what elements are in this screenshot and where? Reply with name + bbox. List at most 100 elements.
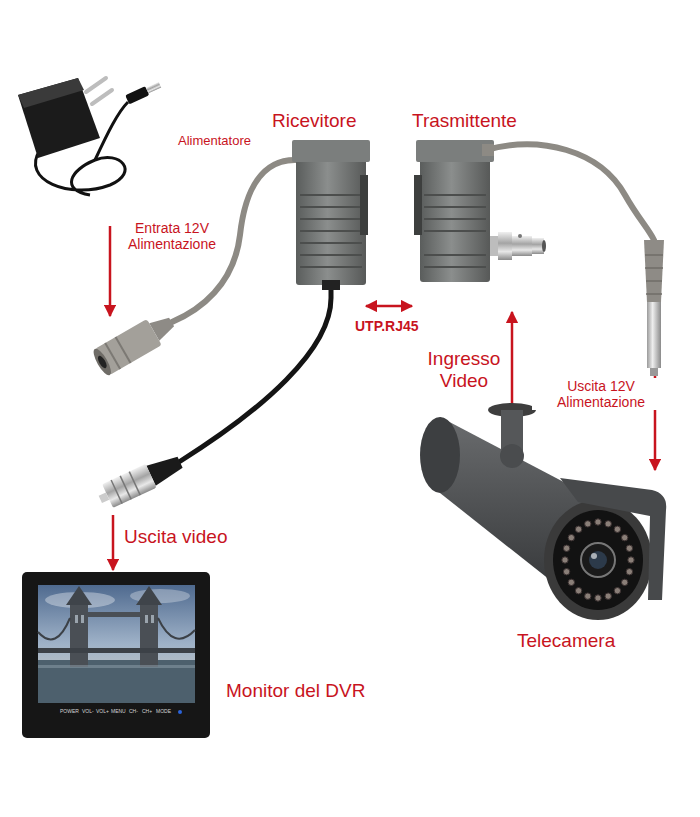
transmitter-balun	[414, 140, 664, 376]
ir-led-ring-part	[614, 588, 620, 594]
receiver-balun-part	[300, 194, 362, 196]
bullet-camera	[420, 403, 666, 620]
ir-led-ring-part	[626, 545, 632, 551]
ir-led-ring-part	[628, 557, 634, 563]
power-adapter-part	[35, 150, 125, 195]
transmitter-balun-part	[424, 266, 486, 268]
ir-led-ring-part	[568, 534, 574, 540]
ir-led-ring-part	[605, 593, 611, 599]
transmitter-balun-part	[424, 218, 486, 220]
transmitter-balun-part	[646, 280, 662, 282]
dvr-monitor-part	[88, 612, 140, 617]
ir-led-ring-part	[568, 579, 574, 585]
receiver-balun-part	[300, 206, 362, 208]
device-label: Trasmittente	[412, 110, 517, 132]
transmitter-balun-part	[542, 240, 546, 252]
dvr-monitor-part	[38, 660, 195, 703]
receiver-balun-part	[360, 175, 368, 235]
ir-led-ring-part	[563, 569, 569, 575]
connector-label: Uscita video	[124, 526, 228, 548]
transmitter-balun-part	[645, 254, 663, 256]
transmitter-balun-part	[424, 206, 486, 208]
part-label: Entrata 12V Alimentazione	[116, 220, 228, 252]
bullet-camera-part	[589, 551, 607, 569]
dvr-monitor-part	[140, 605, 158, 667]
transmitter-balun-part	[647, 302, 661, 368]
device-label: Monitor del DVR	[226, 680, 365, 702]
power-adapter-part-part	[146, 82, 161, 93]
transmitter-balun-part	[424, 254, 486, 256]
receiver-balun-part	[179, 285, 331, 462]
dvr-monitor-part	[70, 605, 88, 667]
receiver-balun-part	[109, 226, 112, 316]
receiver-balun-part-part	[129, 472, 140, 496]
dvr-monitor-part	[145, 615, 148, 623]
receiver-balun-part	[90, 309, 179, 377]
power-adapter-part	[95, 102, 128, 160]
device-node: Trasmittente	[412, 108, 675, 312]
ir-led-ring-part	[585, 593, 591, 599]
ir-led-ring-part	[575, 588, 581, 594]
power-adapter-part	[92, 90, 112, 104]
receiver-balun-part	[300, 218, 362, 220]
ir-led-ring-part	[614, 526, 620, 532]
receiver-balun-part	[300, 242, 362, 244]
device-node: Telecamera	[405, 470, 668, 660]
ir-led-ring	[562, 519, 634, 601]
ir-led-ring-part	[605, 521, 611, 527]
connector-label: Ingresso Video	[418, 348, 510, 392]
transmitter-balun-part	[650, 368, 658, 376]
part-label: Alimentatore	[178, 134, 251, 149]
dvr-monitor-part	[158, 618, 195, 639]
dvr-monitor-part	[136, 586, 162, 605]
dvr-monitor-part	[81, 615, 84, 623]
device-node: Ricevitore	[95, 108, 366, 515]
receiver-balun-part-part	[116, 337, 131, 363]
transmitter-balun-part	[486, 144, 654, 240]
transmitter-balun-part	[512, 236, 532, 256]
bullet-camera-part	[581, 543, 615, 577]
dvr-monitor-part	[151, 615, 154, 623]
ir-led-ring-part	[626, 569, 632, 575]
dvr-monitor-part	[22, 572, 210, 738]
transmitter-balun-part	[498, 232, 512, 260]
receiver-balun-part-part	[102, 464, 156, 508]
button-label: CH+	[142, 709, 152, 715]
button-label: MENU	[111, 709, 126, 715]
connector-label: UTP.RJ45	[355, 318, 419, 334]
button-label: CH-	[129, 709, 138, 715]
ir-led-ring-part	[563, 545, 569, 551]
ir-led-ring-part	[595, 595, 601, 601]
button-label: VOL-	[82, 709, 94, 715]
transmitter-balun-part	[482, 144, 494, 156]
bullet-camera-part	[591, 553, 597, 559]
ir-led-ring-part	[621, 534, 627, 540]
receiver-balun-part-part	[95, 319, 162, 375]
transmitter-balun-part	[424, 194, 486, 196]
button-label: POWER	[60, 709, 79, 715]
bullet-camera-part	[560, 478, 666, 600]
button-label: MODE	[156, 709, 171, 715]
power-adapter	[18, 78, 162, 195]
dvr-monitor-part	[178, 710, 182, 714]
device-label: Ricevitore	[272, 110, 356, 132]
transmitter-balun-part	[646, 293, 662, 295]
transmitter-balun-part	[424, 230, 486, 232]
device-node: Monitor del DVR	[22, 570, 394, 742]
dvr-monitor-part	[38, 585, 195, 703]
power-adapter-part	[18, 78, 84, 108]
receiver-balun-part	[300, 230, 362, 232]
dvr-monitor	[22, 572, 210, 738]
bullet-camera-part	[553, 510, 643, 610]
power-adapter-part	[125, 80, 162, 104]
receiver-balun-part	[292, 140, 370, 162]
receiver-balun	[90, 140, 370, 511]
bullet-camera-part	[420, 417, 460, 493]
receiver-balun-part-part	[111, 480, 122, 504]
ir-led-ring-part	[585, 521, 591, 527]
dvr-monitor-part	[66, 586, 92, 605]
transmitter-balun-part	[416, 140, 494, 162]
transmitter-balun-part	[414, 175, 422, 235]
signal-arrow	[366, 305, 412, 308]
